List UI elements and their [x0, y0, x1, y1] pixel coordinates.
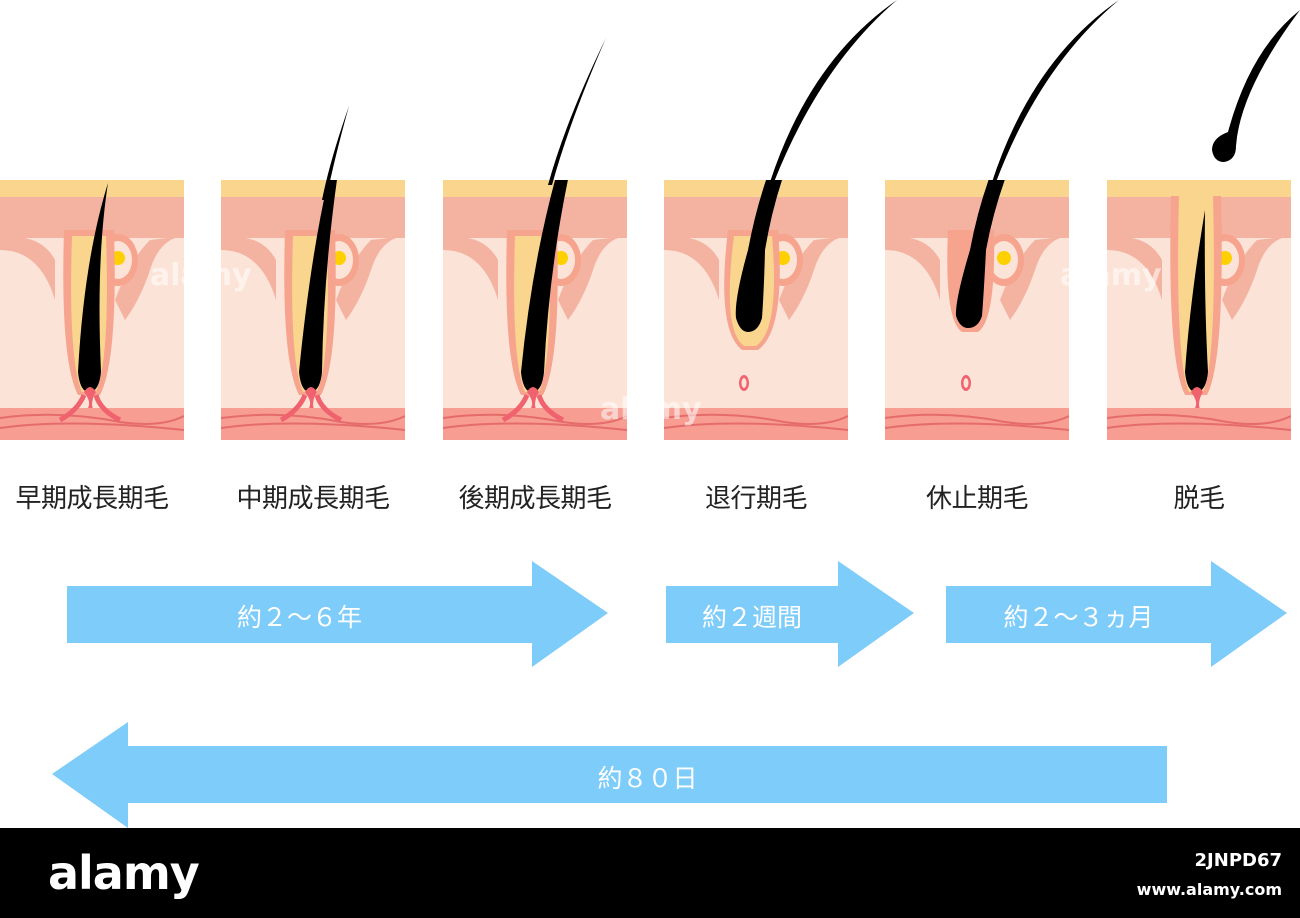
stage-label-mid-anagen: 中期成長期毛 — [236, 484, 390, 514]
arrow-anagen — [67, 561, 608, 667]
footer-url: www.alamy.com — [1136, 880, 1282, 899]
hair-cycle-diagram — [0, 0, 1300, 828]
shed-hair — [1212, 10, 1300, 162]
stage-label-late-anagen: 後期成長期毛 — [458, 484, 612, 514]
footer-image-id: 2JNPD67 — [1194, 850, 1282, 871]
skin-panel-shedding — [1107, 10, 1300, 440]
arrow-label-telogen: 約２〜３ヵ月 — [1003, 603, 1154, 632]
arrow-label-anagen: 約２〜６年 — [236, 603, 362, 632]
arrow-telogen — [946, 561, 1287, 667]
skin-panel-catagen — [664, 0, 897, 440]
footer-bar: alamy 2JNPD67 www.alamy.com — [0, 828, 1300, 918]
arrow-label-catagen: 約２週間 — [701, 603, 802, 632]
arrow-cycle — [52, 722, 1167, 828]
stage-label-early-anagen: 早期成長期毛 — [15, 484, 169, 514]
stage-label-catagen: 退行期毛 — [704, 484, 808, 514]
skin-panel-mid-anagen — [221, 106, 405, 440]
arrow-label-cycle: 約８０日 — [597, 764, 698, 793]
arrow-catagen — [666, 561, 914, 667]
skin-panel-telogen — [885, 0, 1119, 440]
stage-label-shedding: 脱毛 — [1173, 484, 1225, 514]
skin-panel-early-anagen — [0, 180, 184, 440]
stage-label-telogen: 休止期毛 — [925, 484, 1029, 514]
skin-panel-late-anagen — [443, 38, 627, 440]
footer-logo: alamy — [48, 846, 200, 900]
